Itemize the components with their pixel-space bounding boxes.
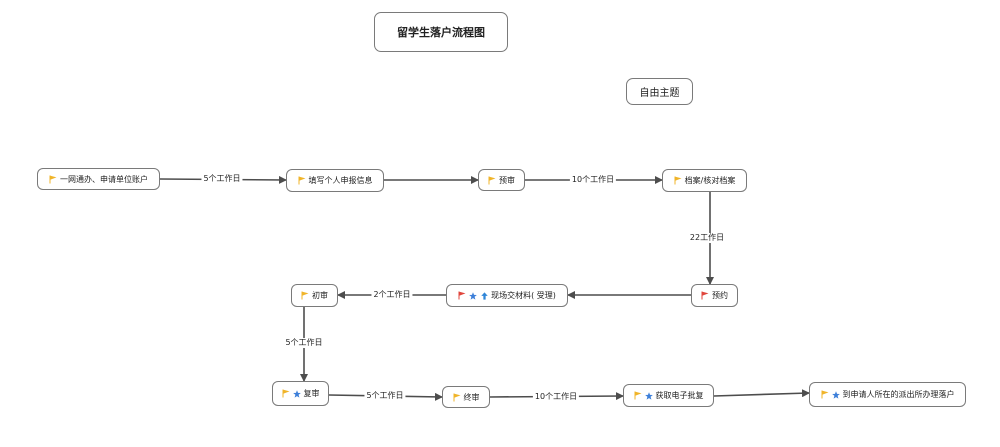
process-node-n4: 档案/核对档案 [662,169,747,192]
process-node-label: 一网通办、申请单位账户 [60,174,148,184]
flag-yellow-icon [49,175,57,184]
process-node-n11: 到申请人所在的派出所办理落户 [809,382,966,407]
process-node-label: 获取电子批复 [655,391,704,400]
process-node-label: 档案/核对档案 [684,176,736,185]
star-blue-icon [469,291,477,300]
process-node-label: 终审 [463,392,480,402]
flag-yellow-icon [488,176,496,185]
flag-yellow-icon [301,291,309,300]
process-node-n2: 填写个人申报信息 [286,169,384,192]
edge-label-n3-n4: 10个工作日 [569,175,617,185]
process-node-n9: 终审 [442,386,490,408]
process-node-label: 初审 [312,291,328,300]
diagram-title-text: 留学生落户流程图 [397,26,485,39]
star-blue-icon [292,389,301,398]
process-node-n1: 一网通办、申请单位账户 [37,168,160,190]
flag-yellow-icon [674,176,682,185]
process-node-label: 预约 [712,291,728,300]
edge-label-n1-n2: 5个工作日 [201,174,243,184]
edge-label-n9-n10: 10个工作日 [532,392,580,402]
process-node-n10: 获取电子批复 [623,384,714,407]
process-node-n6: 现场交材料( 受理) [446,284,568,307]
star-blue-icon [831,390,840,399]
edge-arrow-n10-n11 [713,389,810,398]
subtitle-topic: 自由主题 [626,78,693,105]
flag-red-icon [458,291,466,300]
flag-red-icon [701,291,709,300]
process-node-label: 填写个人申报信息 [308,176,373,185]
flag-yellow-icon [298,176,306,185]
flag-yellow-icon [821,390,829,399]
edge-label-n8-n9: 5个工作日 [364,391,406,401]
process-node-n8: 复审 [272,381,329,406]
process-node-label: 到申请人所在的派出所办理落户 [842,390,955,399]
subtitle-topic-text: 自由主题 [639,88,680,99]
flag-yellow-icon [453,393,461,402]
flag-yellow-icon [634,391,642,400]
process-node-label: 现场交材料( 受理) [491,291,556,300]
process-node-n3: 预审 [478,169,525,191]
process-node-label: 复审 [303,389,320,398]
edge-label-n6-n7: 2个工作日 [371,290,413,300]
star-blue-icon [644,391,653,400]
process-node-n7: 初审 [291,284,338,307]
edge-label-n4-n5: 22工作日 [687,233,727,243]
arrow-up-blue-icon [480,291,488,300]
diagram-title: 留学生落户流程图 [374,12,508,52]
edge-label-n7-n8: 5个工作日 [283,338,325,348]
flag-yellow-icon [282,389,290,398]
process-node-label: 预审 [499,175,515,185]
process-node-n5: 预约 [691,284,738,307]
